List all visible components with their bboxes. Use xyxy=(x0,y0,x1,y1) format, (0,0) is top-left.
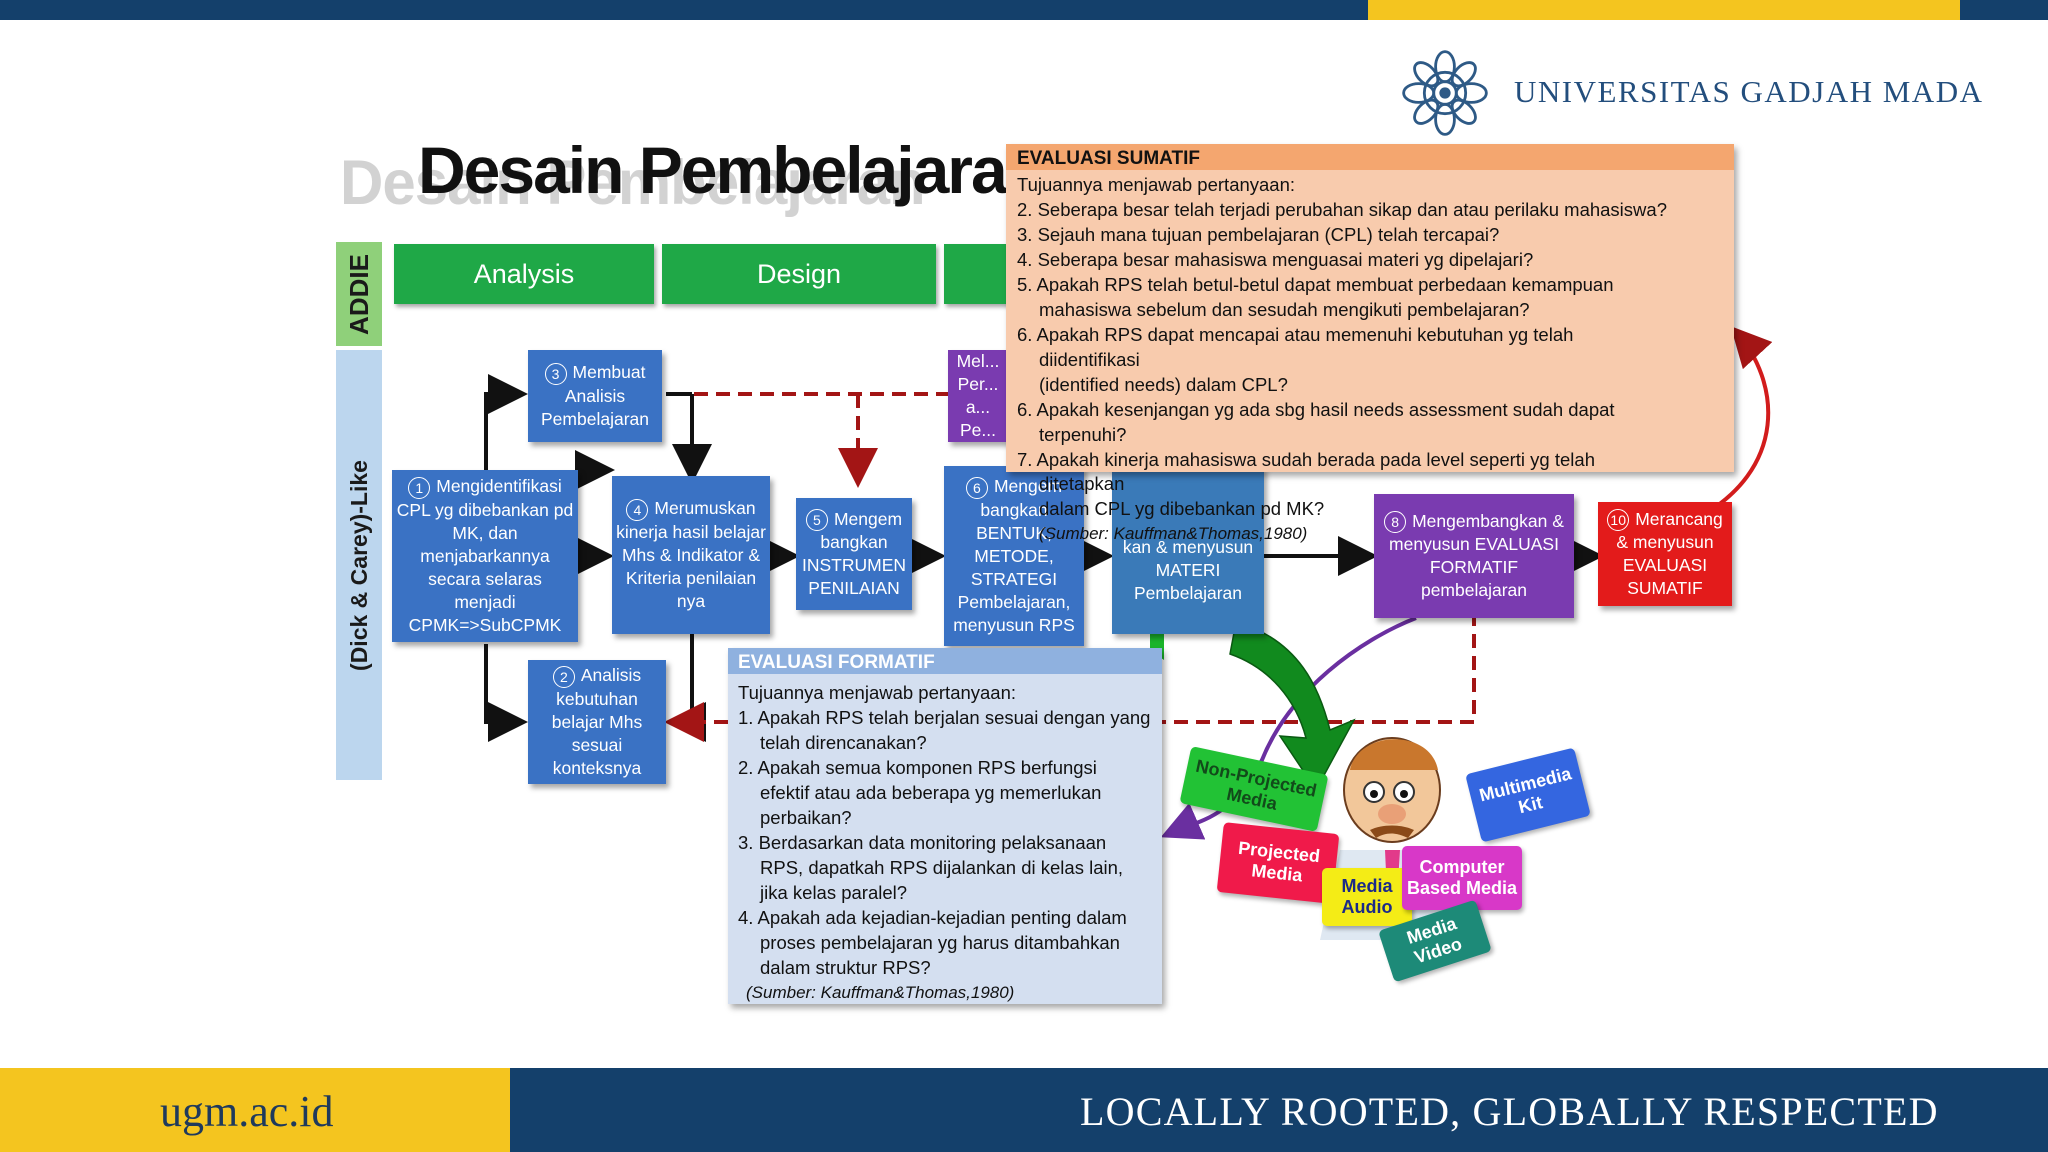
formatif-line: telah direncanakan? xyxy=(760,732,927,753)
footer-navy xyxy=(510,1068,2048,1152)
media-projected: Projected Media xyxy=(1216,822,1340,904)
media-computer: Computer Based Media xyxy=(1402,846,1522,910)
step-text: Mengem bangkan INSTRUMEN PENILAIAN xyxy=(801,508,907,599)
phase-develop xyxy=(944,244,1014,304)
step-text: Analisis kebutuhan belajar Mhs sesuai ko… xyxy=(551,665,643,778)
evaluasi-formatif-header xyxy=(728,648,1162,674)
ugm-seal-icon xyxy=(1402,50,1488,136)
evaluasi-formatif-intro: Tujuannya menjawab pertanyaan: xyxy=(738,682,1017,703)
phase-design: Design xyxy=(662,244,936,304)
sumatif-line: 6. Apakah RPS dapat mencapai atau memenu… xyxy=(1017,324,1574,345)
step-text: Mengidentifikasi CPL yg dibebankan pd MK… xyxy=(396,476,574,635)
evaluasi-sumatif-body: Tujuannya menjawab pertanyaan: 2. Sebera… xyxy=(1017,172,1729,472)
top-bar-navy-right xyxy=(1960,0,2048,20)
sumatif-line: mahasiswa sebelum dan sesudah mengikuti … xyxy=(1039,299,1530,320)
university-name: UNIVERSITAS GADJAH MADA xyxy=(1514,74,1984,109)
phase-analysis: Analysis xyxy=(394,244,654,304)
evaluasi-sumatif-intro: Tujuannya menjawab pertanyaan: xyxy=(1017,174,1296,195)
evaluasi-sumatif-title: EVALUASI SUMATIF xyxy=(1017,148,1200,169)
sumatif-line: dalam CPL yg dibebankan pd MK? xyxy=(1039,498,1325,519)
page-title: Desain Pembelajaran xyxy=(418,133,1046,207)
evaluasi-formatif-title: EVALUASI FORMATIF xyxy=(738,652,935,673)
step-number: 6 xyxy=(965,476,988,499)
step-text: kan & menyusun MATERI Pembelajaran xyxy=(1122,536,1254,603)
formatif-line: 4. Apakah ada kejadian-kejadian penting … xyxy=(738,907,1127,928)
step-text: Mengem bangkan BENTUK, METODE, STRATEGI … xyxy=(953,476,1075,635)
sumatif-line: 7. Apakah kinerja mahasiswa sudah berada… xyxy=(1017,449,1595,470)
sumatif-line: 4. Seberapa besar mahasiswa menguasai ma… xyxy=(1017,249,1534,270)
evaluasi-sumatif-overflow: ditetapkan dalam CPL yg dibebankan pd MK… xyxy=(1017,471,1717,546)
sumatif-line: 6. Apakah kesenjangan yg ada sbg hasil n… xyxy=(1017,399,1615,420)
footer-yellow xyxy=(0,1068,510,1152)
model-band xyxy=(336,350,382,780)
evaluasi-sumatif-panel xyxy=(1006,144,1734,472)
step-text: Mel... Per... a... Pe... xyxy=(956,351,1000,440)
formatif-line: jika kelas paralel? xyxy=(760,882,908,903)
step-number: 5 xyxy=(805,509,828,532)
step-number: 3 xyxy=(544,362,567,385)
top-bar-navy xyxy=(0,0,1368,20)
footer-url: ugm.ac.id xyxy=(160,1087,334,1136)
formatif-line: proses pembelajaran yg harus ditambahkan xyxy=(760,932,1120,953)
title-shadow: Desain Pembelajaran xyxy=(340,147,926,218)
step-purple-partial: Mel... Per... a... Pe... xyxy=(948,350,1008,442)
step-number: 4 xyxy=(626,498,649,521)
step-text: Merancang & menyusun EVALUASI SUMATIF xyxy=(1616,508,1723,599)
step-text: Merumuskan kinerja hasil belajar Mhs & I… xyxy=(616,498,766,611)
formatif-line: RPS, dapatkah RPS dijalankan di kelas la… xyxy=(760,857,1124,878)
step-7-materi-pembelajaran: kan & menyusun MATERI Pembelajaran xyxy=(1112,466,1264,634)
top-bar-yellow xyxy=(1368,0,1960,20)
evaluasi-formatif-panel xyxy=(728,648,1162,1004)
formatif-line: 2. Apakah semua komponen RPS berfungsi xyxy=(738,757,1097,778)
sumatif-line: 3. Sejauh mana tujuan pembelajaran (CPL)… xyxy=(1017,224,1500,245)
formatif-line: dalam struktur RPS? xyxy=(760,957,931,978)
sumatif-line: 5. Apakah RPS telah betul-betul dapat me… xyxy=(1017,274,1614,295)
step-number: 1 xyxy=(408,476,431,499)
footer-slogan: LOCALLY ROOTED, GLOBALLY RESPECTED xyxy=(1080,1089,1939,1134)
formatif-line: 3. Berdasarkan data monitoring pelaksana… xyxy=(738,832,1107,853)
formatif-source: (Sumber: Kauffman&Thomas,1980) xyxy=(746,983,1015,1002)
sumatif-line: 2. Seberapa besar telah terjadi perubaha… xyxy=(1017,199,1667,220)
formatif-line: efektif atau ada beberapa yg memerlukan xyxy=(760,782,1102,803)
sumatif-line: diidentifikasi xyxy=(1039,349,1140,370)
sumatif-source: (Sumber: Kauffman&Thomas,1980) xyxy=(1039,524,1308,543)
formatif-line: 1. Apakah RPS telah berjalan sesuai deng… xyxy=(738,707,1151,728)
sumatif-line: (identified needs) dalam CPL? xyxy=(1039,374,1288,395)
evaluasi-formatif-body: Tujuannya menjawab pertanyaan: 1. Apakah… xyxy=(738,680,1154,1005)
step-text: Membuat Analisis Pembelajaran xyxy=(541,362,649,429)
step-number: 2 xyxy=(552,665,575,688)
sumatif-line: terpenuhi? xyxy=(1039,424,1127,445)
media-audio: Media Audio xyxy=(1322,868,1412,926)
step-text: Mengembangkan & menyusun EVALUASI FORMAT… xyxy=(1389,510,1564,601)
sumatif-line: ditetapkan xyxy=(1039,473,1125,494)
evaluasi-sumatif-header xyxy=(1006,144,1734,170)
addie-band xyxy=(336,242,382,346)
formatif-line: perbaikan? xyxy=(760,807,852,828)
